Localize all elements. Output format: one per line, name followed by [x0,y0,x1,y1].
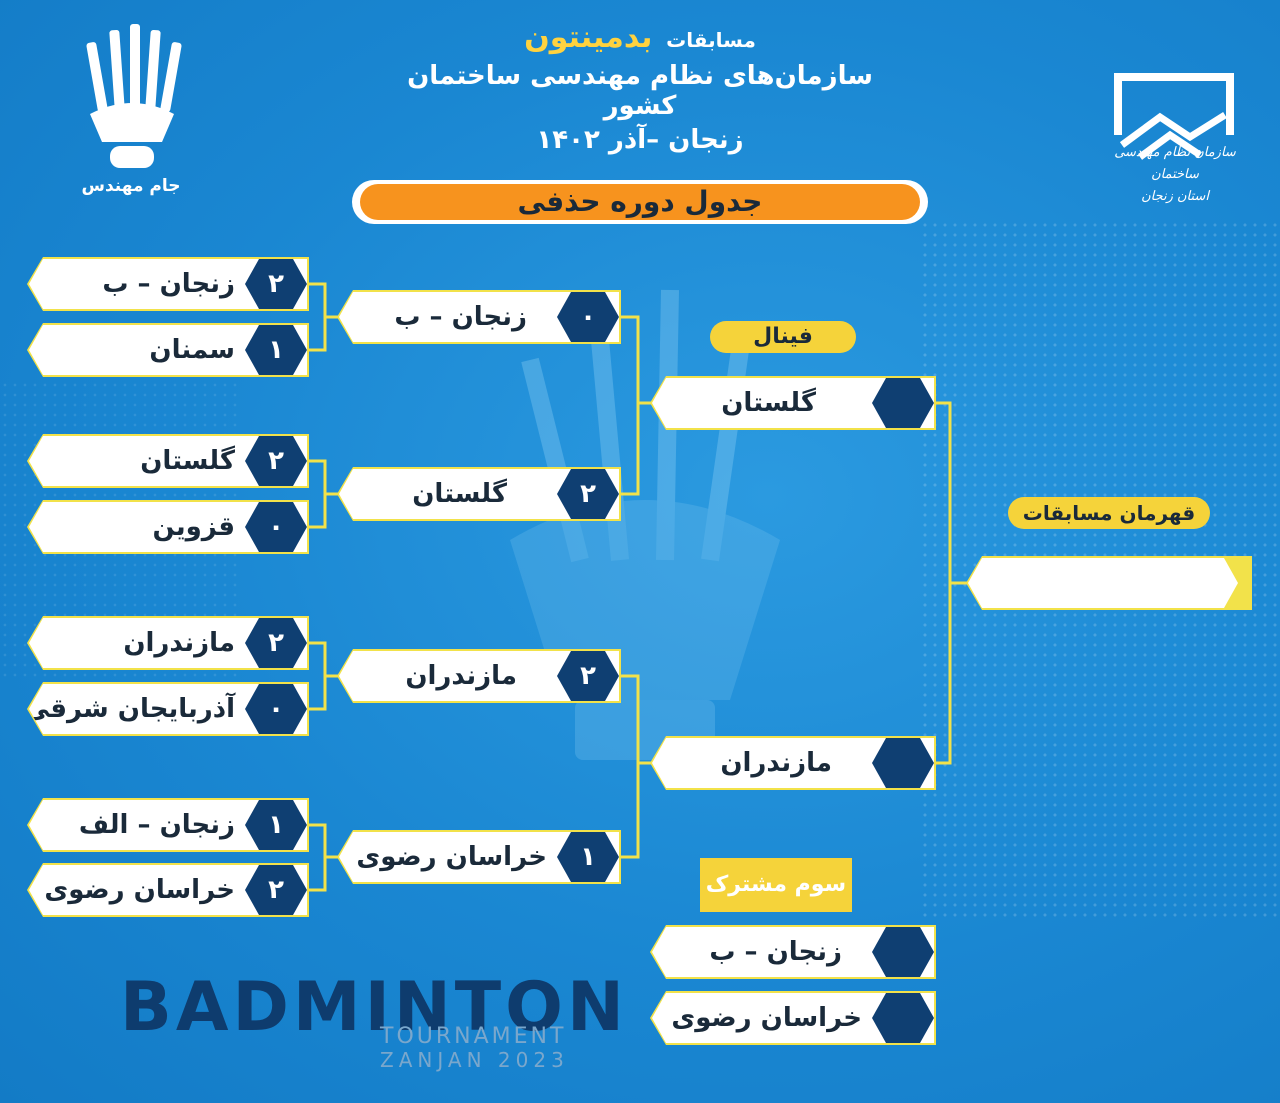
team-score: ۱ [557,832,619,882]
round1-team-7: زنجان – الف ۱ [29,800,307,850]
header: مسابقات بدمینتون سازمان‌های نظام مهندسی … [380,20,900,155]
header-line3: زنجان –آذر ۱۴۰۲ [536,125,744,155]
team-score [872,738,934,788]
round1-team-6: آذربایجان شرقی ۰ [29,684,307,734]
team-name: زنجان – ب [394,302,527,332]
team-name: گلستان [140,446,235,476]
final-team-1: گلستان [652,378,934,428]
third-team-1: زنجان – ب [652,927,934,977]
final-team-2: مازندران [652,738,934,788]
logo-right-line1: سازمان نظام مهندسی ساختمان [1114,145,1236,182]
logo-left-text: جام مهندس [81,176,181,196]
final-label: فینال [710,321,856,353]
third-place-label: سوم مشترک [700,858,852,912]
team-score: ۲ [557,469,619,519]
logo-right-text: سازمان نظام مهندسی ساختمان استان زنجان [1100,142,1250,208]
team-score: ۱ [245,325,307,375]
team-score: ۲ [245,259,307,309]
team-score: ۰ [245,502,307,552]
footer-title: BADMINTON [120,968,628,1047]
team-score [872,927,934,977]
team-score: ۰ [557,292,619,342]
table-title: جدول دوره حذفی [360,184,920,220]
team-name: آذربایجان شرقی [23,694,235,724]
round1-team-8: خراسان رضوی ۲ [29,865,307,915]
team-name: مازندران [405,661,517,691]
team-name: خراسان رضوی [671,1003,862,1033]
team-name: گلستان [412,479,507,509]
shuttlecock-logo-icon [86,24,182,168]
round2-team-1: زنجان – ب ۰ [339,292,619,342]
champion-label: قهرمان مسابقات [1008,497,1210,529]
footer-subtitle: TOURNAMENT [380,1024,567,1049]
team-name: زنجان – ب [102,269,235,299]
round2-team-2: گلستان ۲ [339,469,619,519]
third-team-2: خراسان رضوی [652,993,934,1043]
team-score: ۲ [557,651,619,701]
team-score: ۲ [245,436,307,486]
logo-right-line2: استان زنجان [1141,189,1209,204]
round1-team-3: گلستان ۲ [29,436,307,486]
organization-logo-icon [1114,73,1234,160]
team-name: قزوین [152,512,235,542]
header-line2: سازمان‌های نظام مهندسی ساختمان کشور [407,61,873,121]
team-name: مازندران [720,748,832,778]
team-name: زنجان – ب [709,937,842,967]
team-name: مازندران [123,628,235,658]
team-score [872,378,934,428]
champion-slot [968,558,1238,608]
header-line1: مسابقات بدمینتون [380,20,900,55]
team-name: خراسان رضوی [44,875,235,905]
table-title-banner: جدول دوره حذفی [352,180,928,224]
round1-team-1: زنجان – ب ۲ [29,259,307,309]
round2-team-3: مازندران ۲ [339,651,619,701]
header-prefix: مسابقات [666,28,756,52]
header-accent: بدمینتون [524,20,653,55]
round2-team-4: خراسان رضوی ۱ [339,832,619,882]
team-name: گلستان [721,388,816,418]
team-name: زنجان – الف [78,810,235,840]
team-name: سمنان [149,335,235,365]
team-score: ۲ [245,865,307,915]
team-name: خراسان رضوی [356,842,547,872]
round1-team-2: سمنان ۱ [29,325,307,375]
round1-team-4: قزوین ۰ [29,502,307,552]
team-score: ۱ [245,800,307,850]
round1-team-5: مازندران ۲ [29,618,307,668]
footer-subtitle-2: ZANJAN 2023 [380,1048,569,1072]
team-score [872,993,934,1043]
team-score: ۰ [245,684,307,734]
team-score: ۲ [245,618,307,668]
